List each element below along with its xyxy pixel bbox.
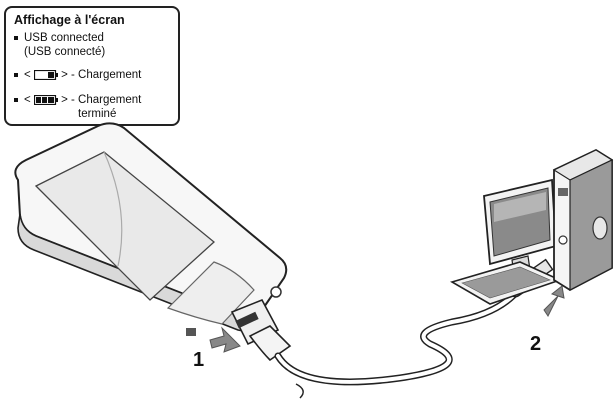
battery-charging-icon xyxy=(33,69,58,81)
insert-arrow-icon xyxy=(543,285,565,317)
callout-title: Affichage à l'écran xyxy=(14,13,125,27)
charged-label: > - Chargement xyxy=(61,94,142,106)
player-screen xyxy=(34,151,215,301)
mp3-player xyxy=(14,122,288,336)
bullet-icon xyxy=(14,72,18,77)
tower-vent-icon xyxy=(592,216,608,240)
computer xyxy=(449,148,614,305)
usb-connected-translation: (USB connecté) xyxy=(24,46,106,58)
callout-item-charged: < > - Chargement xyxy=(14,93,141,107)
headphone-jack-icon xyxy=(270,286,282,298)
charging-label: > - Chargement xyxy=(61,69,142,81)
less-than-symbol: < xyxy=(24,69,31,81)
battery-full-icon xyxy=(33,94,58,106)
step-number-1: 1 xyxy=(193,349,205,371)
player-connector xyxy=(230,298,292,362)
player-button-icon xyxy=(186,328,196,336)
less-than-symbol: < xyxy=(24,94,31,106)
player-touchpad xyxy=(166,261,255,325)
callout-item-usb: USB connected xyxy=(14,31,104,45)
charged-label-line2: terminé xyxy=(78,108,117,120)
usb-connected-label: USB connected xyxy=(24,32,104,44)
onscreen-display-callout: Affichage à l'écran USB connected (USB c… xyxy=(4,6,180,126)
callout-item-charging: < > - Chargement xyxy=(14,68,141,82)
bullet-icon xyxy=(14,97,18,102)
step-number-2: 2 xyxy=(530,333,542,355)
bullet-icon xyxy=(14,35,18,40)
usb-cable xyxy=(274,284,524,386)
insert-arrow-icon xyxy=(209,326,241,353)
power-button-icon xyxy=(558,235,568,245)
